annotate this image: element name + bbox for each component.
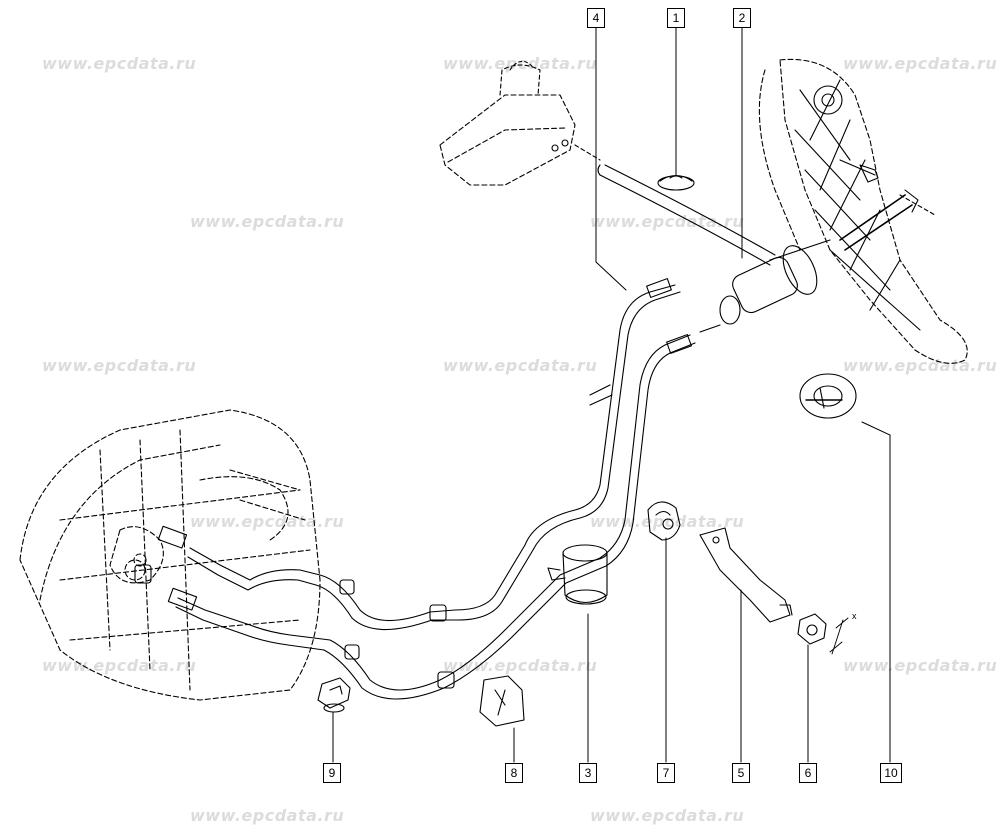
watermark: www.epcdata.ru [42, 656, 197, 675]
clutch-pedal [758, 58, 968, 364]
callout-9: 9 [323, 763, 341, 783]
watermark: www.epcdata.ru [190, 512, 345, 531]
watermark: www.epcdata.ru [42, 356, 197, 375]
watermark: www.epcdata.ru [190, 212, 345, 231]
flexible-hose [175, 547, 455, 700]
bracket-part-5 [699, 527, 793, 623]
callout-7: 7 [657, 763, 675, 783]
callout-1: 1 [667, 8, 685, 28]
hydraulic-line-3 [439, 334, 696, 689]
master-cylinder [597, 164, 831, 333]
callout-4: 4 [587, 8, 605, 28]
clip-part-7 [647, 501, 681, 541]
callout-2: 2 [733, 8, 751, 28]
watermark: www.epcdata.ru [443, 356, 598, 375]
gear-shift-housing [439, 60, 601, 186]
watermark: www.epcdata.ru [42, 54, 197, 73]
hydraulic-line-4 [429, 278, 681, 621]
slave-cylinder-fittings [134, 525, 198, 611]
gearbox [19, 409, 321, 701]
dimension-label: x [852, 611, 857, 621]
leader-lines [332, 26, 891, 763]
watermark: www.epcdata.ru [443, 54, 598, 73]
watermark: www.epcdata.ru [843, 356, 998, 375]
callout-10: 10 [880, 763, 902, 783]
callout-5: 5 [732, 763, 750, 783]
nut-part-6 [797, 613, 849, 655]
callout-8: 8 [505, 763, 523, 783]
watermark: www.epcdata.ru [443, 656, 598, 675]
watermark: www.epcdata.ru [843, 54, 998, 73]
fastener-part-9 [317, 677, 351, 713]
watermark: www.epcdata.ru [843, 656, 998, 675]
watermark: www.epcdata.ru [590, 512, 745, 531]
callout-3: 3 [579, 763, 597, 783]
grommet-part-10 [799, 373, 857, 419]
callout-6: 6 [799, 763, 817, 783]
block-part-8 [479, 675, 525, 727]
clip-part-1 [657, 174, 695, 191]
